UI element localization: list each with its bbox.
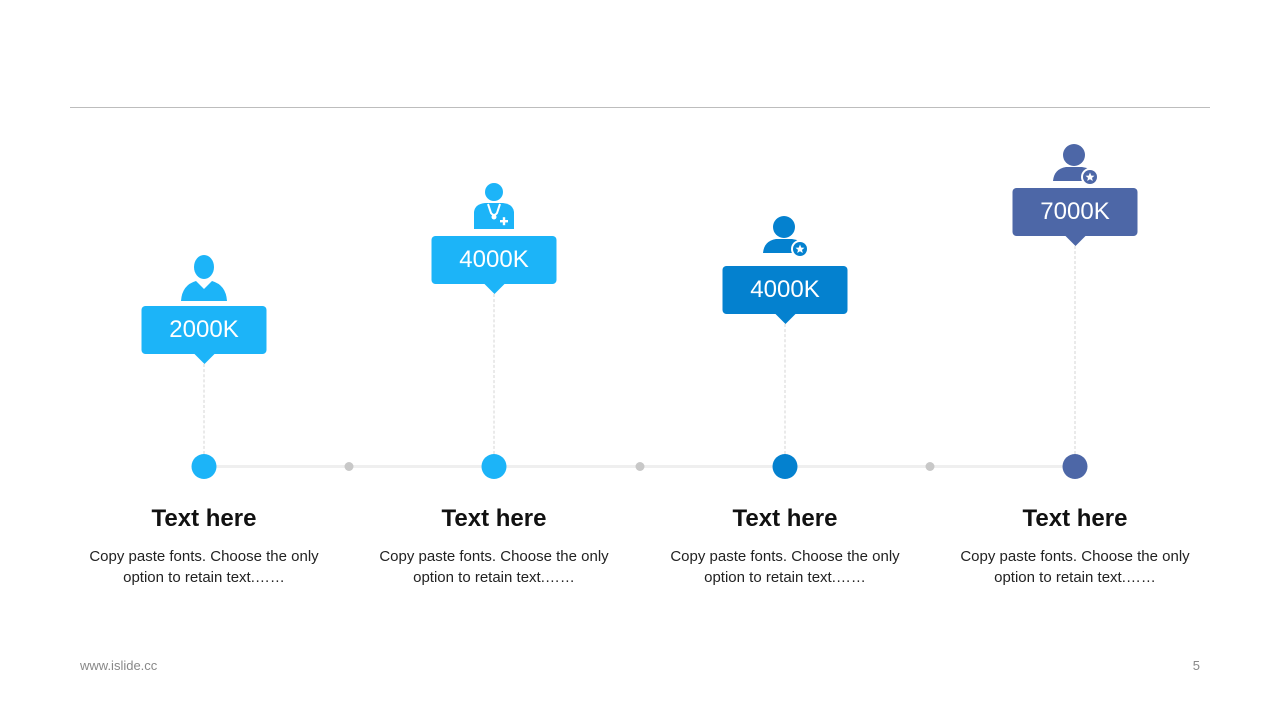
- step-title: Text here: [441, 505, 547, 532]
- person-icon: [179, 254, 229, 302]
- timeline-minor-dot: [635, 462, 645, 471]
- step-title: Text here: [732, 505, 838, 532]
- step-description: Copy paste fonts. Choose the only option…: [379, 548, 609, 586]
- timeline-minor-dot: [344, 462, 354, 471]
- step-node: [772, 454, 798, 479]
- step-stem: [493, 294, 495, 454]
- step-node: [481, 454, 507, 479]
- user-star-icon: [760, 213, 810, 261]
- step-value: 4000K: [750, 276, 820, 303]
- value-bubble: 4000K: [431, 236, 557, 284]
- footer-url: www.islide.cc: [80, 658, 158, 673]
- step-value: 7000K: [1040, 198, 1110, 225]
- step-value: 4000K: [459, 246, 529, 273]
- page-number: 5: [1192, 658, 1200, 673]
- doctor-icon: [469, 182, 519, 230]
- value-bubble: 2000K: [141, 306, 267, 354]
- step-stem: [784, 324, 786, 454]
- top-divider: [70, 107, 1210, 108]
- step-description: Copy paste fonts. Choose the only option…: [670, 548, 900, 586]
- step-node: [1062, 454, 1088, 479]
- step-stem: [1074, 246, 1076, 454]
- user-star-icon: [1050, 141, 1100, 189]
- step-node: [191, 454, 217, 479]
- step-description: Copy paste fonts. Choose the only option…: [960, 548, 1190, 586]
- step-title: Text here: [1022, 505, 1128, 532]
- step-value: 2000K: [169, 316, 239, 343]
- step-stem: [203, 364, 205, 454]
- value-bubble: 4000K: [722, 266, 848, 314]
- value-bubble: 7000K: [1012, 188, 1138, 236]
- step-description: Copy paste fonts. Choose the only option…: [89, 548, 319, 586]
- timeline-minor-dot: [925, 462, 935, 471]
- step-title: Text here: [151, 505, 257, 532]
